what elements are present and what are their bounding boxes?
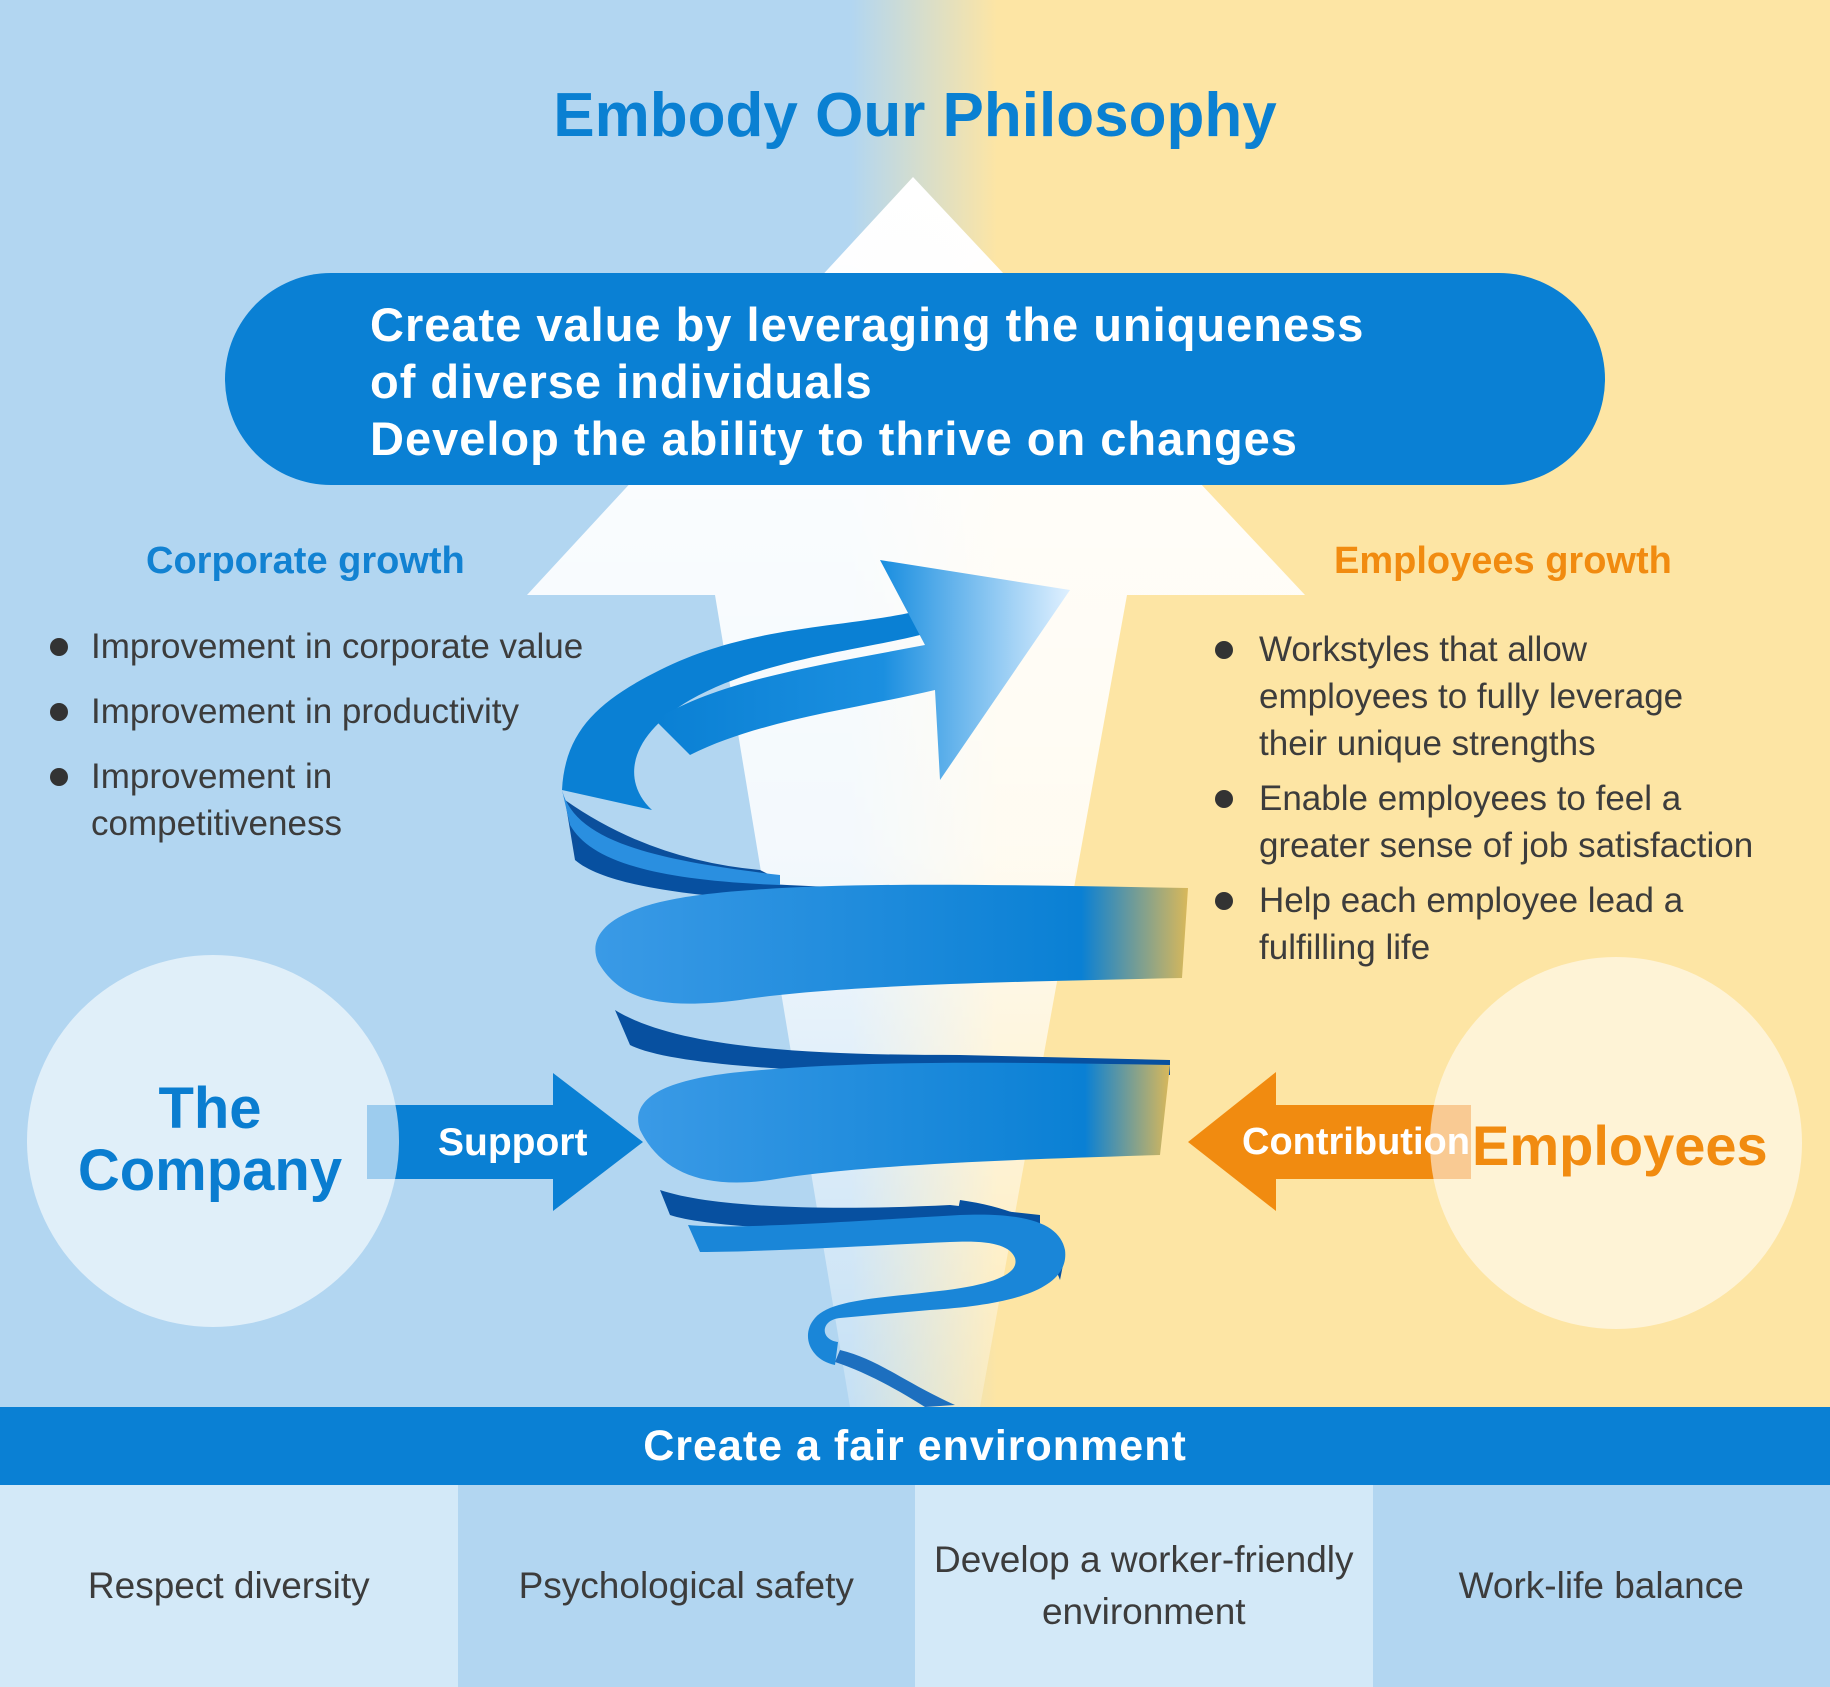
pillar-line: Work-life balance: [1458, 1565, 1744, 1606]
bullet-dot-icon: [50, 768, 68, 786]
contribution-label: Contribution: [1242, 1121, 1470, 1163]
employees-label: Employees: [1472, 1114, 1768, 1177]
bullet-dot-icon: [50, 703, 68, 721]
list-item: Improvement in corporate value: [50, 623, 650, 670]
list-item-line: Improvement in corporate value: [91, 627, 584, 666]
list-item: Improvement in productivity: [50, 688, 650, 735]
company-label-line: Company: [77, 1138, 343, 1203]
pillar-work-life-balance: Work-life balance: [1372, 1485, 1830, 1687]
pillar-worker-friendly-environment: Develop a worker-friendly environment: [915, 1485, 1373, 1687]
spiral-ribbon-arrow-icon: [562, 560, 1188, 1407]
list-item-line: Enable employees to feel a: [1259, 779, 1682, 818]
list-item: Workstyles that allow employees to fully …: [1215, 626, 1815, 767]
philosophy-banner: [225, 273, 1605, 485]
list-item: Improvement in competitiveness: [50, 753, 650, 847]
foundation-bar: [0, 1407, 1830, 1485]
pillar-line: Develop a worker-friendly: [933, 1539, 1354, 1580]
list-item: Help each employee lead a fulfilling life: [1215, 877, 1815, 971]
list-item-line: their unique strengths: [1259, 724, 1596, 763]
foundation-title: Create a fair environment: [643, 1422, 1187, 1470]
philosophy-banner-text: Create value by leveraging the uniquenes…: [370, 296, 1570, 467]
list-item-line: Help each employee lead a: [1259, 881, 1684, 920]
list-item-line: fulfilling life: [1259, 928, 1431, 967]
page-title: Embody Our Philosophy: [553, 81, 1277, 150]
support-label: Support: [438, 1121, 588, 1164]
support-arrow-icon: [367, 1073, 643, 1211]
bullet-dot-icon: [1215, 641, 1233, 659]
list-item-line: competitiveness: [91, 804, 342, 843]
pillar-line: Respect diversity: [87, 1565, 370, 1606]
list-item-line: Improvement in: [91, 757, 333, 796]
bullet-dot-icon: [1215, 892, 1233, 910]
banner-line: Create value by leveraging the uniquenes…: [370, 298, 1365, 351]
list-item: Enable employees to feel a greater sense …: [1215, 775, 1815, 869]
employees-growth-heading: Employees growth: [1334, 540, 1672, 582]
banner-line: Develop the ability to thrive on changes: [370, 412, 1298, 465]
banner-line: of diverse individuals: [370, 355, 873, 408]
pillar-line: environment: [1041, 1591, 1246, 1632]
employees-growth-list: Workstyles that allow employees to fully …: [1215, 626, 1815, 979]
corporate-growth-list: Improvement in corporate value Improveme…: [50, 623, 650, 865]
company-label-line: The: [158, 1076, 262, 1141]
company-circle: [27, 955, 399, 1327]
list-item-line: Workstyles that allow: [1259, 630, 1588, 669]
employees-circle: [1430, 957, 1802, 1329]
company-label: The Company: [60, 1078, 360, 1202]
bullet-dot-icon: [50, 638, 68, 656]
corporate-growth-heading: Corporate growth: [146, 540, 465, 582]
list-item-line: employees to fully leverage: [1259, 677, 1684, 716]
pillar-psychological-safety: Psychological safety: [457, 1485, 915, 1687]
bullet-dot-icon: [1215, 790, 1233, 808]
pillar-respect-diversity: Respect diversity: [0, 1485, 458, 1687]
list-item-line: Improvement in productivity: [91, 692, 519, 731]
list-item-line: greater sense of job satisfaction: [1259, 826, 1754, 865]
pillar-line: Psychological safety: [518, 1565, 854, 1606]
contribution-arrow-icon: [1188, 1072, 1471, 1211]
